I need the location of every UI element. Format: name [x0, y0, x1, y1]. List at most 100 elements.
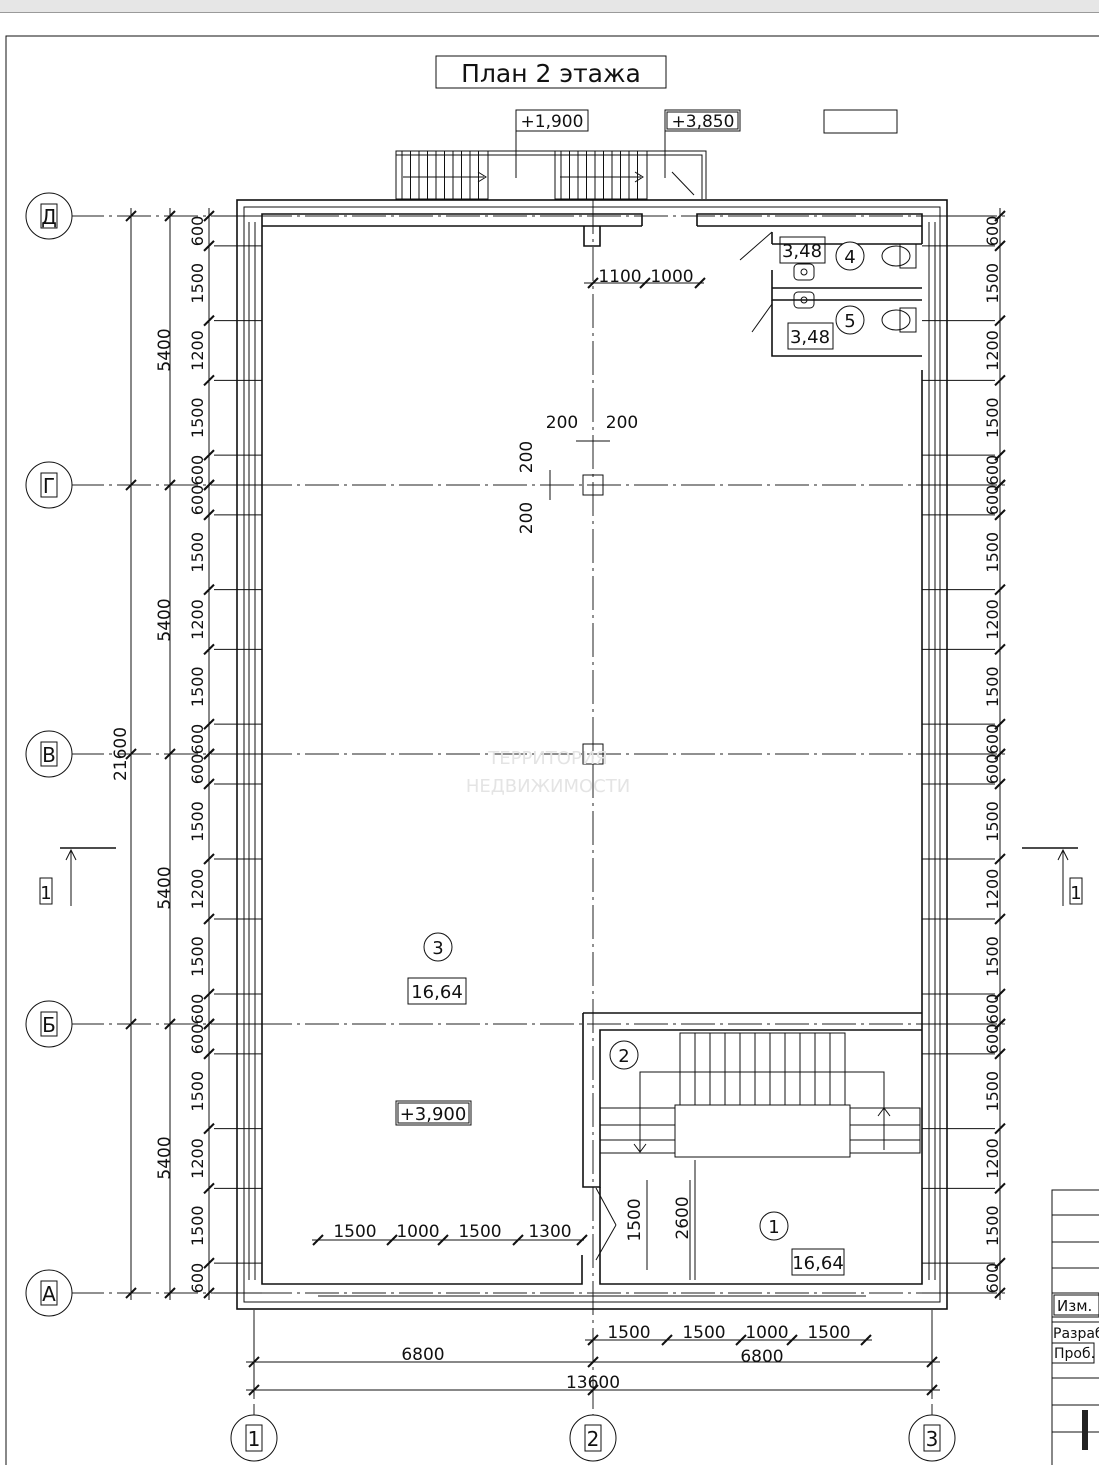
svg-text:В: В: [42, 743, 56, 767]
col-axis-1: 1: [230, 1414, 278, 1462]
right-chain-dim: 1200: [983, 599, 1002, 640]
left-chain-dim: 1500: [188, 1071, 207, 1112]
dim-tick: [994, 583, 1006, 596]
drawing-frame: [5, 35, 1099, 1465]
svg-text:Разраб: Разраб: [1053, 1326, 1099, 1342]
left-chain-dim: 1200: [188, 1138, 207, 1179]
svg-text:Д: Д: [41, 205, 57, 229]
right-chain-dim: 1500: [983, 936, 1002, 977]
watermark-line-2: НЕДВИЖИМОСТИ: [466, 776, 630, 797]
right-chain-dim: 1200: [983, 869, 1002, 910]
svg-text:1: 1: [768, 1217, 779, 1238]
svg-text:А: А: [42, 1282, 56, 1306]
dim-tick: [587, 277, 599, 289]
svg-text:3: 3: [432, 938, 443, 959]
svg-text:1500: 1500: [607, 1323, 650, 1343]
room-1-label: 1 16,64: [759, 1211, 845, 1276]
dim-tick: [203, 1048, 215, 1060]
right-chain-dim: 1500: [983, 532, 1002, 573]
svg-text:3: 3: [926, 1427, 939, 1451]
dim-tick: [203, 988, 215, 1000]
dim-tick: [437, 1234, 449, 1246]
svg-text:3,48: 3,48: [790, 327, 830, 348]
dim-tick: [203, 509, 215, 521]
dim-tick: [203, 1182, 215, 1195]
svg-text:1: 1: [1070, 883, 1081, 904]
outer-stairs: [395, 150, 707, 200]
dim-tick: [203, 479, 215, 491]
svg-text:1500: 1500: [625, 1198, 645, 1241]
dim-tick: [926, 1384, 938, 1396]
svg-text:1500: 1500: [807, 1323, 850, 1343]
dim-tick: [203, 778, 215, 790]
row-axis-A: А: [25, 1269, 73, 1317]
left-chain-dim: 600: [188, 994, 207, 1025]
right-chain-dim: 1500: [983, 1071, 1002, 1112]
dimension-ticks: [125, 210, 1006, 1396]
svg-text:200: 200: [606, 413, 638, 433]
dim-tick: [164, 210, 176, 222]
dim-tick: [994, 1182, 1006, 1195]
dim-tick: [203, 853, 215, 865]
right-chain-dim: 600: [983, 724, 1002, 755]
dim-tick: [203, 374, 215, 387]
left-chain-dim: 1200: [188, 599, 207, 640]
dim-tick: [994, 1048, 1006, 1060]
viewer-top-bar: [0, 0, 1099, 13]
dim-tick: [203, 748, 215, 760]
left-chain-dim: 600: [188, 724, 207, 755]
svg-text:1500: 1500: [333, 1222, 376, 1242]
right-chain-dim: 600: [983, 754, 1002, 785]
left-chain-dim: 1200: [188, 330, 207, 371]
right-chain-dim: 600: [983, 485, 1002, 516]
interior-partitions: [582, 231, 922, 1261]
dim-tick: [587, 1384, 599, 1396]
left-chain-dim: 1500: [188, 1205, 207, 1246]
dim-13600: 13600: [566, 1373, 620, 1393]
dim-tick: [994, 1018, 1006, 1030]
right-chain-texts: 6001500120015006006001500120015006006001…: [983, 216, 1002, 1294]
room-4-label: 4 3,48: [779, 236, 865, 271]
title-block: Изм. Разраб Проб.: [1051, 1189, 1099, 1465]
col-axis-2: 2: [569, 1414, 617, 1462]
left-chain-dim: 600: [188, 216, 207, 247]
dim-tick: [164, 1287, 176, 1299]
dim-tick: [994, 1257, 1006, 1269]
inner-stair: [599, 1032, 921, 1280]
svg-text:3,48: 3,48: [782, 241, 822, 262]
left-chain-dim: 1500: [188, 263, 207, 304]
dim-tick: [203, 1287, 215, 1299]
dim-6800-right: 6800: [740, 1347, 783, 1367]
svg-text:Г: Г: [43, 474, 55, 498]
svg-text:1300: 1300: [528, 1222, 571, 1242]
blank-level-box: [823, 109, 898, 134]
left-chain-dim: 1200: [188, 869, 207, 910]
svg-text:2: 2: [618, 1046, 629, 1067]
dim-tick: [587, 1356, 599, 1368]
dim-tick: [203, 913, 215, 925]
row-axis-D: Д: [25, 192, 73, 240]
dim-tick: [786, 1334, 798, 1346]
stair-treads: [401, 151, 831, 1105]
svg-text:4: 4: [844, 247, 855, 268]
dim-tick: [994, 240, 1006, 252]
plan-title: План 2 этажа: [461, 59, 641, 88]
svg-text:200: 200: [546, 413, 578, 433]
dim-tick: [512, 1234, 524, 1246]
left-chain-dim: 600: [188, 1024, 207, 1055]
dim-tick: [203, 643, 215, 656]
right-chain-dim: 1500: [983, 801, 1002, 842]
right-chain-dim: 600: [983, 455, 1002, 486]
dim-tick: [248, 1356, 260, 1368]
dim-tick: [994, 913, 1006, 925]
dim-tick: [125, 479, 137, 491]
svg-text:200: 200: [517, 502, 537, 534]
row-axis-V: В: [25, 730, 73, 778]
svg-text:16,64: 16,64: [792, 1253, 844, 1274]
dim-tick: [639, 277, 651, 289]
dim-tick: [694, 277, 706, 289]
svg-text:16,64: 16,64: [411, 982, 463, 1003]
room-2-label: 2: [609, 1040, 639, 1070]
dim-tick: [994, 988, 1006, 1000]
svg-text:2: 2: [587, 1427, 600, 1451]
